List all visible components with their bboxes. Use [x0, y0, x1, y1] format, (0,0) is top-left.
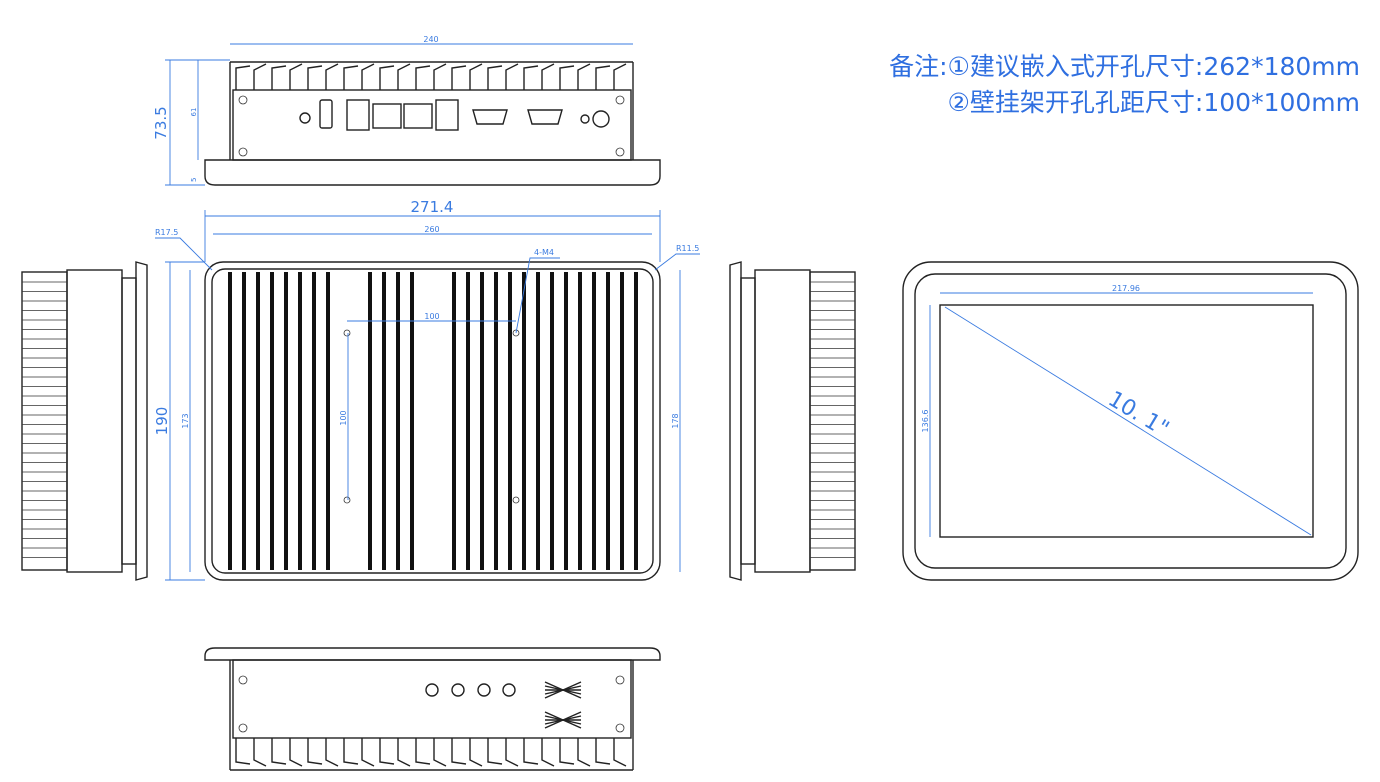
label-4-m4: 4-M4: [534, 248, 554, 257]
fin: [284, 272, 288, 570]
top-bezel: [204, 159, 661, 186]
fin: [536, 272, 540, 570]
fin: [343, 63, 375, 90]
usb-port-2: [435, 99, 459, 131]
indicator-1: [425, 683, 439, 697]
vent-slot: [544, 681, 582, 691]
vent-slot: [544, 711, 582, 721]
dim-178: 178: [671, 413, 680, 428]
display-area: [939, 304, 1314, 538]
indicator-4: [502, 683, 516, 697]
vent-slot: [544, 689, 582, 699]
dim-260: 260: [424, 225, 439, 234]
dim-73-5: 73.5: [152, 106, 170, 139]
fin: [382, 272, 386, 570]
fin: [451, 63, 483, 90]
com-port-2: [527, 109, 563, 125]
fin: [620, 272, 624, 570]
led: [580, 114, 590, 124]
fin: [522, 272, 526, 570]
fin: [634, 272, 638, 570]
fin: [487, 738, 519, 767]
vent-slot: [544, 719, 582, 729]
rear-view: 271.4 260 190 173 178 100 100 4-M4 R17.5…: [153, 198, 700, 581]
fin: [343, 738, 375, 767]
fin: [307, 738, 339, 767]
dim-136-6: 136.6: [921, 410, 930, 433]
right-side-view: [729, 261, 856, 581]
fin: [379, 738, 411, 767]
fin: [228, 272, 232, 570]
usb-port-1: [346, 99, 370, 131]
fin: [312, 272, 316, 570]
fin: [326, 272, 330, 570]
fin: [559, 63, 591, 90]
indicator-3: [477, 683, 491, 697]
bottom-view: [204, 647, 661, 771]
fin: [595, 63, 627, 90]
fin: [480, 272, 484, 570]
fin: [578, 272, 582, 570]
vents: [544, 681, 582, 729]
fin: [595, 738, 627, 767]
top-view: 240 73.5 61 5: [152, 35, 661, 186]
left-side-view: [21, 261, 148, 581]
fin: [452, 272, 456, 570]
bottom-heatsink-fins: [230, 738, 633, 771]
fin: [508, 272, 512, 570]
bottom-panel: [232, 659, 632, 739]
label-r11-5: R11.5: [676, 244, 699, 253]
dim-173: 173: [181, 413, 190, 428]
fin: [298, 272, 302, 570]
top-heatsink-fins: [230, 61, 633, 90]
indicator-2: [451, 683, 465, 697]
fin: [451, 738, 483, 767]
fin: [379, 63, 411, 90]
lan-port-1: [372, 103, 402, 129]
fin: [242, 272, 246, 570]
fin: [235, 63, 267, 90]
fin: [606, 272, 610, 570]
fin: [564, 272, 568, 570]
dim-190: 190: [153, 407, 171, 436]
dim-61: 61: [190, 108, 198, 117]
fin: [487, 63, 519, 90]
note-line-1: 备注:①建议嵌入式开孔尺寸:262*180mm: [889, 52, 1360, 81]
fin: [559, 738, 591, 767]
fin: [494, 272, 498, 570]
fin: [271, 738, 303, 767]
note-line-2: ②壁挂架开孔孔距尺寸:100*100mm: [947, 88, 1360, 117]
fin: [466, 272, 470, 570]
dim-5: 5: [190, 178, 198, 182]
fin: [410, 272, 414, 570]
dim-271-4: 271.4: [411, 198, 454, 216]
fin: [307, 63, 339, 90]
fin: [523, 738, 555, 767]
fin: [592, 272, 596, 570]
dim-vesa-v: 100: [339, 410, 348, 425]
screen-view: 217.96 136.6 10. 1": [902, 261, 1359, 581]
fin: [256, 272, 260, 570]
fin: [415, 738, 447, 767]
dim-vesa-h: 100: [424, 312, 439, 321]
diagonal-label: 10. 1": [1104, 387, 1174, 442]
power-button: [592, 110, 610, 128]
fin: [368, 272, 372, 570]
hdmi-port: [319, 99, 333, 129]
fin: [271, 63, 303, 90]
dc-jack: [299, 112, 311, 124]
dim-240: 240: [423, 35, 438, 44]
fin: [235, 738, 267, 767]
fin: [523, 63, 555, 90]
fin: [270, 272, 274, 570]
rear-heatsink-fins: [228, 272, 638, 570]
fin: [396, 272, 400, 570]
fin: [415, 63, 447, 90]
fin: [550, 272, 554, 570]
lan-port-2: [403, 103, 433, 129]
label-r17-5: R17.5: [155, 228, 178, 237]
com-port-1: [472, 109, 508, 125]
dim-217-96: 217.96: [1112, 284, 1140, 293]
